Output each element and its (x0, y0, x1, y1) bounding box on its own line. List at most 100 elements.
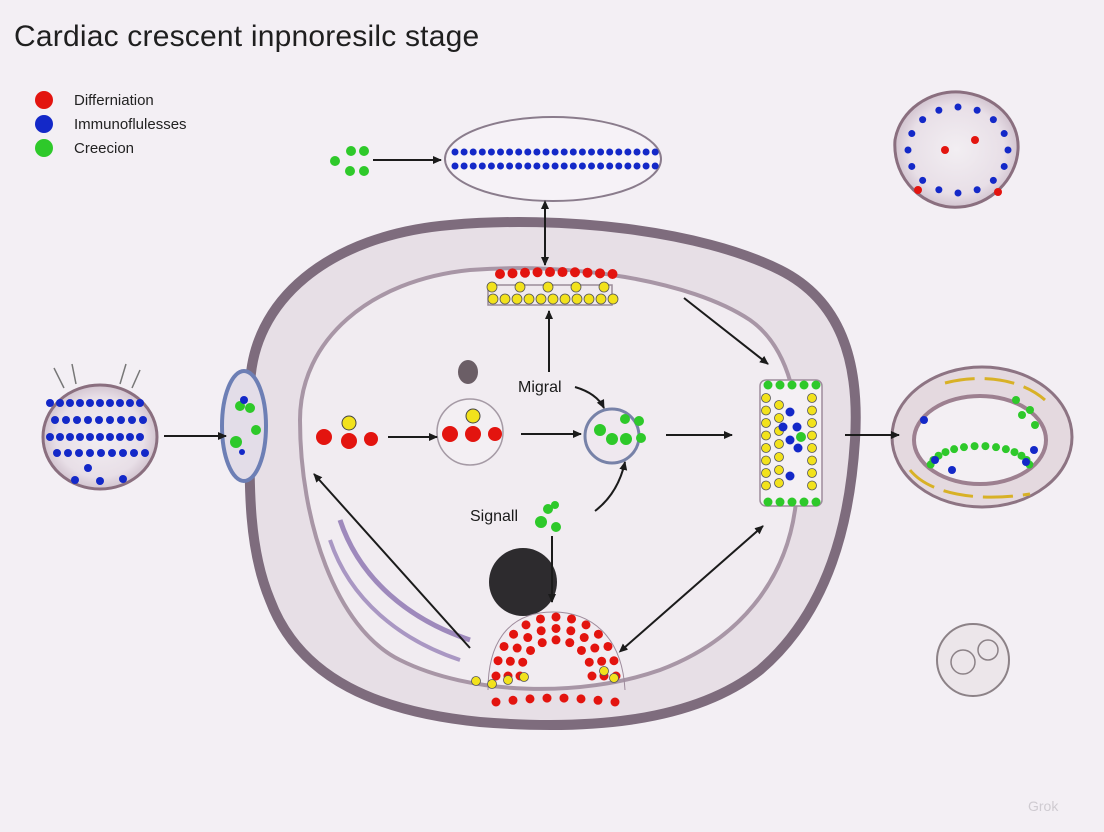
legend-blue-dot (35, 115, 53, 133)
red-dot (532, 267, 543, 278)
blue-dot (533, 148, 541, 156)
small-cell-lobe (950, 649, 976, 675)
left-pocket-body (220, 369, 268, 483)
blue-dot (560, 148, 568, 156)
red-dot (595, 268, 605, 279)
yellow-dot (583, 293, 595, 305)
yellow-dot (471, 676, 481, 686)
red-dot (512, 643, 522, 653)
pocket-green-dot (245, 403, 255, 413)
blue-dot (136, 433, 144, 441)
blue-dot (84, 464, 92, 472)
cluster-green-dot (330, 156, 340, 166)
yellow-dot (774, 465, 784, 475)
blue-dot (46, 399, 54, 407)
yellow-dot (807, 480, 817, 491)
yellow-dot (499, 293, 511, 305)
blue-dot (53, 449, 61, 457)
blue-dot (919, 176, 927, 184)
top-blue-row (451, 148, 659, 170)
red-dot (603, 641, 613, 651)
blue-dot (506, 162, 514, 170)
yellow-dot (807, 430, 817, 441)
blue-dot (108, 449, 116, 457)
green-dot (811, 497, 821, 507)
blue-dot (651, 162, 659, 170)
blue-dot (130, 449, 138, 457)
arrow (313, 473, 471, 649)
red-dot (579, 633, 589, 643)
yellow-dot (542, 281, 554, 293)
blue-dot (106, 433, 114, 441)
blue-dot (633, 162, 641, 170)
red-dot (495, 269, 505, 279)
heart-tube (759, 379, 823, 507)
blue-dot (792, 422, 802, 432)
blue-dot (96, 477, 104, 485)
blue-dot (624, 162, 632, 170)
yellow-dot (761, 430, 771, 441)
cluster-yellow-dot (465, 408, 481, 424)
blue-dot (141, 449, 149, 457)
watermark: Grok (1028, 798, 1059, 814)
cluster-green-dot (551, 522, 561, 532)
blue-dot (524, 162, 532, 170)
green-dot (796, 432, 806, 442)
blue-dot (478, 148, 486, 156)
blue-dot (931, 456, 939, 464)
red-dot (526, 645, 536, 655)
blue-dot (1000, 130, 1008, 138)
heart-tube-dots (761, 380, 821, 507)
blue-dot (106, 416, 114, 424)
green-dot (941, 448, 950, 457)
yellow-dot (487, 293, 499, 305)
green-dot (763, 380, 773, 390)
red-dot (576, 645, 586, 655)
cluster-yellow-dot (341, 415, 357, 431)
yellow-dot (598, 281, 610, 293)
red-dot (520, 267, 530, 278)
yellow-dot (761, 468, 771, 478)
green-dot (811, 380, 821, 390)
blue-dot (451, 148, 459, 156)
arrow-curved (594, 461, 628, 512)
blue-dot (460, 162, 468, 170)
red-dot (941, 146, 949, 154)
arrows (164, 156, 900, 653)
blue-dot (785, 435, 795, 445)
blue-dot (97, 449, 105, 457)
yellow-dot (571, 293, 583, 305)
red-dot (582, 267, 593, 278)
legend-label: Immunoflulesses (74, 115, 187, 133)
blue-dot (642, 162, 650, 170)
red-dot (610, 697, 620, 707)
blue-dot (126, 399, 134, 407)
yellow-dot (609, 673, 619, 683)
legend-label: Creecion (74, 139, 135, 157)
blue-dot (46, 433, 54, 441)
green-dot (787, 380, 797, 390)
red-dot (914, 186, 922, 194)
right-ring-dots (920, 396, 1039, 474)
right-ring-yellow-arc (944, 377, 1046, 402)
blue-dot (651, 148, 659, 156)
blue-dot (469, 148, 477, 156)
blue-dot (96, 399, 104, 407)
blue-dot (615, 148, 623, 156)
green-dot (970, 442, 979, 451)
blue-dot (606, 148, 614, 156)
red-dot (565, 638, 575, 648)
embryo-purple-band (337, 519, 471, 643)
green-dot (799, 380, 809, 390)
yellow-dot (807, 468, 817, 478)
green-dot (775, 497, 785, 507)
cluster-green-dot (359, 146, 369, 156)
yellow-dot (774, 452, 784, 462)
yellow-dot (761, 480, 771, 491)
blue-dot (524, 148, 532, 156)
blue-dot (597, 162, 605, 170)
yellow-dot (523, 293, 535, 305)
blue-dot (56, 433, 64, 441)
legend-item-creecion: Creecion (35, 136, 187, 160)
blue-dot (56, 399, 64, 407)
